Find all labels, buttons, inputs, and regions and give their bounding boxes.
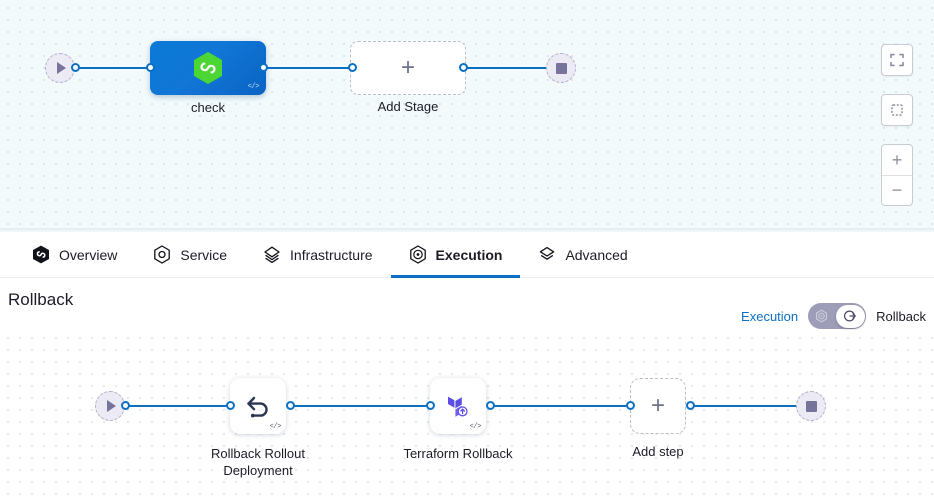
yaml-badge-icon: </> — [247, 83, 260, 91]
harness-hexagon-icon — [194, 52, 222, 84]
edge-check-to-addstage — [264, 67, 353, 69]
plus-icon: + — [891, 149, 903, 170]
port-addstep-in — [626, 401, 635, 410]
edge-step1-to-step2 — [290, 405, 430, 407]
add-stage-button[interactable]: + — [350, 41, 466, 95]
tab-execution[interactable]: Execution — [390, 232, 521, 278]
port-step1-in — [226, 401, 235, 410]
zoom-out-button[interactable]: − — [882, 176, 912, 206]
tab-infrastructure[interactable]: Infrastructure — [245, 232, 390, 277]
service-icon — [154, 245, 171, 264]
infrastructure-icon — [264, 246, 280, 264]
toggle-knob[interactable] — [835, 304, 865, 328]
rollback-canvas[interactable]: </> Rollback Rollout Deployment </> — [0, 330, 934, 500]
stop-icon — [805, 400, 817, 412]
stage-label-check: check — [191, 100, 225, 115]
rollback-icon — [844, 310, 857, 322]
plus-icon: + — [400, 54, 415, 81]
pipeline-end-node[interactable] — [546, 53, 576, 83]
toggle-label-rollback[interactable]: Rollback — [876, 308, 926, 324]
tab-label: Infrastructure — [290, 246, 373, 263]
tab-label: Execution — [435, 246, 503, 263]
tab-label: Advanced — [565, 246, 628, 263]
step-node-terraform-rollback[interactable]: </> — [430, 378, 486, 434]
edge-step2-to-addstep — [490, 405, 630, 407]
port-addstep-out — [686, 401, 695, 410]
add-step-button[interactable]: + — [630, 378, 686, 434]
zoom-in-button[interactable]: + — [882, 145, 912, 176]
harness-hexagon-icon — [33, 245, 49, 264]
add-step-label: Add step — [632, 444, 684, 459]
zoom-group[interactable]: + − — [881, 144, 913, 206]
plus-icon: + — [650, 392, 665, 419]
rollback-start-node[interactable] — [95, 391, 125, 421]
stage-canvas[interactable]: </> check + Add Stage — [0, 0, 934, 232]
yaml-badge-icon: </> — [269, 423, 282, 431]
toggle-label-execution[interactable]: Execution — [741, 308, 799, 324]
execution-rollback-toggle-group[interactable]: Execution Rollback — [741, 303, 926, 329]
port-step2-in — [426, 401, 435, 410]
fit-to-screen-icon — [891, 104, 903, 116]
play-icon — [107, 400, 116, 412]
port-rbstart-out — [121, 401, 130, 410]
port-check-in — [146, 63, 155, 72]
tab-label: Service — [180, 246, 228, 263]
step-node-rollback-rollout-deployment[interactable]: </> — [230, 378, 286, 434]
port-step1-out — [286, 401, 295, 410]
rollback-title: Rollback — [8, 290, 74, 309]
rollback-header — [0, 279, 934, 330]
tab-label: Overview — [59, 246, 118, 263]
fullscreen-button[interactable] — [881, 44, 913, 76]
tab-overview[interactable]: Overview — [14, 232, 135, 277]
edge-start-to-check — [75, 67, 153, 69]
yaml-badge-icon: </> — [469, 423, 482, 431]
terraform-icon — [448, 396, 468, 417]
tab-service[interactable]: Service — [135, 232, 245, 277]
advanced-icon — [540, 246, 555, 260]
edge-rbstart-to-step1 — [125, 405, 230, 407]
port-addstage-out — [459, 63, 468, 72]
add-stage-label: Add Stage — [377, 99, 439, 114]
port-addstage-in — [348, 63, 357, 72]
play-icon — [57, 62, 66, 74]
step-label-terraform-rollback: Terraform Rollback — [403, 446, 513, 461]
execution-rollback-toggle[interactable] — [808, 303, 867, 329]
port-step2-out — [486, 401, 495, 410]
stage-tabbar: Overview Service Infrastructure — [0, 232, 934, 278]
step-label-rollback-rollout-deployment: Rollback Rollout Deployment — [211, 446, 305, 478]
pipeline-start-node[interactable] — [45, 53, 75, 83]
rollback-end-node[interactable] — [796, 391, 826, 421]
execution-icon — [816, 309, 828, 323]
stop-icon — [555, 62, 567, 74]
fullscreen-icon — [890, 53, 904, 67]
port-check-out — [259, 63, 268, 72]
edge-addstage-to-end — [463, 67, 551, 69]
execution-icon — [409, 245, 426, 264]
rollback-arrow-icon — [247, 396, 268, 418]
port-start-out — [71, 63, 80, 72]
fit-to-screen-button[interactable] — [881, 94, 913, 126]
tab-advanced[interactable]: Advanced — [520, 232, 645, 277]
minus-icon: − — [891, 180, 903, 201]
edge-addstep-to-rbend — [690, 405, 802, 407]
stage-node-check[interactable]: </> — [150, 41, 266, 95]
